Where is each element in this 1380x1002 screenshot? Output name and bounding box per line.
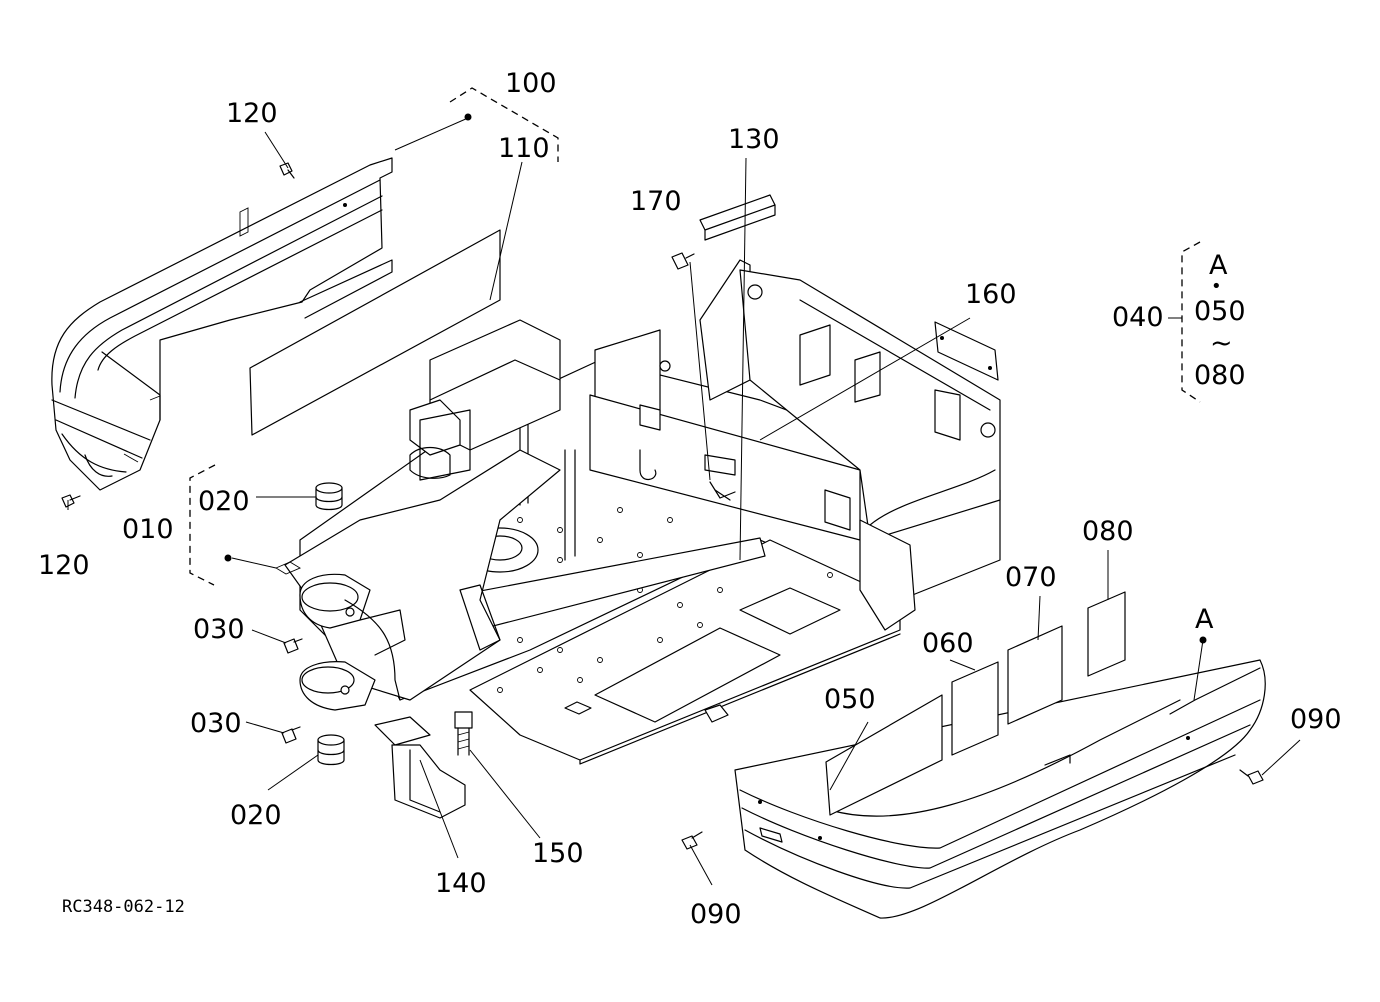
label-020-upper: 020 — [198, 486, 250, 517]
ref-dot-100 — [464, 113, 472, 121]
label-120-lower: 120 — [38, 550, 90, 581]
label-010: 010 — [122, 514, 174, 545]
label-170: 170 — [630, 186, 682, 217]
label-150: 150 — [532, 838, 584, 869]
bolt-150 — [454, 711, 473, 756]
ref-dot-a — [1199, 636, 1207, 644]
label-090-right: 090 — [1290, 704, 1342, 735]
label-050: 050 — [824, 684, 876, 715]
weight-070 — [1007, 625, 1063, 725]
list-dot: • — [1211, 276, 1222, 297]
label-160: 160 — [965, 279, 1017, 310]
bushing-020-upper — [315, 482, 343, 511]
grease-nipple-030-lower — [281, 726, 301, 744]
label-060: 060 — [922, 628, 974, 659]
label-140: 140 — [435, 868, 487, 899]
label-120-upper: 120 — [226, 98, 278, 129]
swing-post-010 — [275, 409, 561, 711]
bolt-090-left — [681, 831, 703, 850]
group-bracket-100 — [449, 87, 559, 162]
label-050-list: 050 — [1194, 296, 1246, 327]
label-080: 080 — [1082, 516, 1134, 547]
ref-dot-010 — [224, 554, 232, 562]
plate-160 — [934, 321, 999, 381]
weight-050 — [825, 694, 943, 816]
label-070: 070 — [1005, 562, 1057, 593]
label-100: 100 — [505, 68, 557, 99]
leader-lines — [67, 117, 1301, 886]
weight-060 — [951, 661, 999, 756]
floor-holes — [497, 507, 833, 693]
label-080-list: 080 — [1194, 360, 1246, 391]
group-bracket-040 — [1168, 241, 1201, 403]
grease-nipple-030-upper — [283, 638, 303, 654]
drawing-code: RC348-062-12 — [62, 897, 185, 917]
bracket-140 — [374, 716, 466, 819]
counterweight-right — [734, 659, 1266, 919]
label-030-lower: 030 — [190, 708, 242, 739]
label-040: 040 — [1112, 302, 1164, 333]
part-labels: 100 110 120 120 130 170 160 020 010 030 … — [38, 68, 1342, 930]
bolt-120-lower — [61, 494, 81, 508]
label-ref-a-list: A — [1209, 250, 1228, 281]
plate-110 — [249, 229, 501, 436]
weight-080 — [1087, 591, 1126, 677]
label-ref-a-part: A — [1195, 604, 1214, 635]
plate-130 — [699, 194, 776, 241]
bolt-090-right — [1239, 769, 1264, 785]
bolt-120-upper — [279, 162, 295, 179]
label-110: 110 — [498, 133, 550, 164]
rear-cover-left — [51, 157, 393, 491]
label-020-lower: 020 — [230, 800, 282, 831]
group-bracket-010 — [189, 464, 216, 586]
label-030-upper: 030 — [193, 614, 245, 645]
bushing-020-lower — [317, 734, 345, 766]
bolt-170 — [671, 252, 695, 270]
list-range: ~ — [1210, 328, 1233, 359]
label-090-left: 090 — [690, 899, 742, 930]
label-130: 130 — [728, 124, 780, 155]
